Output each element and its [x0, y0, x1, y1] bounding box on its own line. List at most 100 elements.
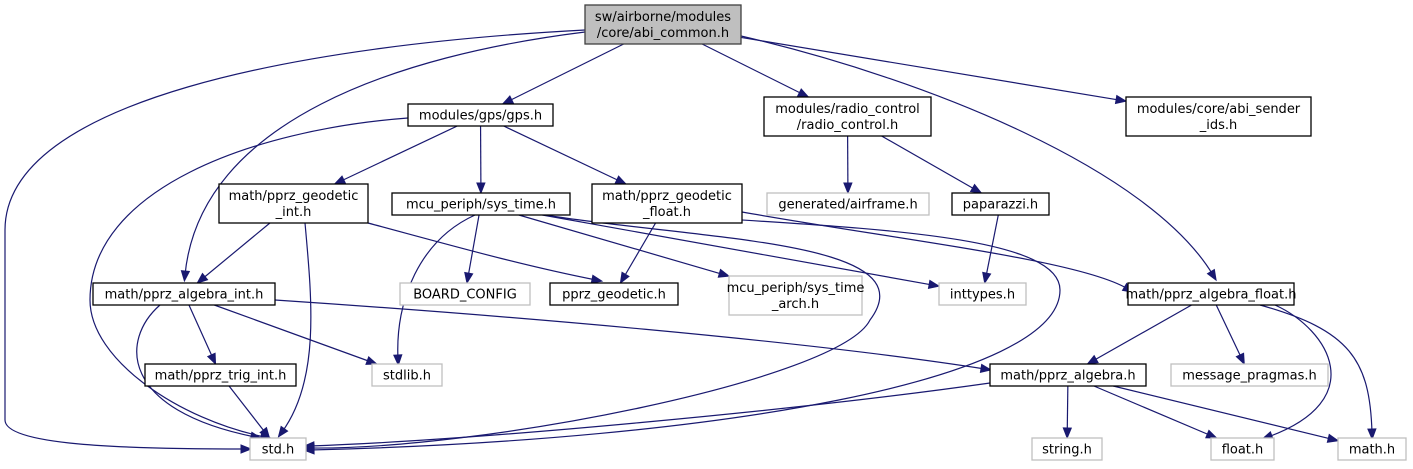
node-box [766, 192, 930, 216]
edge-line [503, 125, 627, 185]
arrowhead-icon [969, 183, 983, 194]
edge-line [89, 117, 409, 438]
arrowhead-icon [302, 441, 315, 451]
arrowhead-icon [590, 274, 604, 284]
edge-abi_common-to-radio_control [701, 43, 810, 98]
node-inttypes: inttypes.h [938, 282, 1027, 306]
node-box [989, 363, 1147, 387]
arrowhead-icon [1367, 428, 1377, 441]
edge-line [136, 304, 256, 438]
node-label: generated/airframe.h [778, 198, 917, 213]
node-box [591, 183, 743, 224]
edge-line [214, 304, 377, 365]
node-label: math/pprz_geodetic [602, 189, 732, 204]
node-box [391, 192, 571, 216]
node-box [399, 282, 531, 306]
node-box [249, 437, 307, 461]
node-box [549, 282, 679, 306]
arrowhead-icon [614, 175, 628, 185]
node-geodetic-int[interactable]: math/pprz_geodetic_int.h [218, 183, 369, 224]
node-label: BOARD_CONFIG [413, 288, 517, 303]
arrowhead-icon [333, 175, 347, 185]
node-box [1031, 437, 1103, 461]
arrowhead-icon [240, 444, 253, 454]
node-paparazzi[interactable]: paparazzi.h [951, 192, 1050, 216]
node-label: modules/gps/gps.h [419, 109, 542, 124]
edge-line [1259, 304, 1373, 434]
node-radio-control[interactable]: modules/radio_control/radio_control.h [763, 96, 932, 137]
node-box [728, 275, 863, 316]
node-label: math/pprz_algebra_float.h [1126, 288, 1297, 303]
node-std: std.h [249, 437, 307, 461]
node-label: _ids.h [1199, 118, 1238, 133]
edge-gps-to-geodetic_int [333, 125, 458, 185]
arrowhead-icon [476, 182, 486, 195]
edge-sys_time-to-sys_time_arch [518, 214, 731, 278]
node-algebra[interactable]: math/pprz_algebra.h [989, 363, 1147, 387]
edge-line [334, 125, 458, 185]
edge-line [1087, 304, 1192, 365]
arrowhead-icon [927, 279, 941, 290]
edge-algebra_float-to-math [1259, 304, 1377, 441]
edge-line [1093, 385, 1217, 439]
node-trig-int[interactable]: math/pprz_trig_int.h [144, 363, 297, 387]
edge-radio_control-to-paparazzi [881, 135, 983, 194]
node-pprz-geodetic[interactable]: pprz_geodetic.h [549, 282, 679, 306]
edge-line [741, 211, 1129, 290]
node-board-config: BOARD_CONFIG [399, 282, 531, 306]
nodes-layer: sw/airborne/modules/core/abi_common.hmod… [92, 4, 1407, 461]
edge-line [881, 135, 982, 194]
edge-line [309, 382, 991, 447]
node-box [763, 96, 932, 137]
arrowhead-icon [982, 271, 992, 285]
edge-line [188, 304, 217, 365]
node-label: float.h [1222, 443, 1264, 458]
node-box [218, 183, 369, 224]
edge-abi_common-to-algebra_int [180, 31, 586, 283]
arrowhead-icon [464, 271, 474, 285]
node-float: float.h [1210, 437, 1275, 461]
edge-geodetic_int-to-std [277, 222, 312, 438]
edge-line [367, 222, 597, 281]
arrowhead-icon [1326, 433, 1340, 443]
node-stdlib: stdlib.h [371, 363, 443, 387]
edge-line [502, 43, 624, 105]
edge-line [466, 214, 480, 284]
node-algebra-int[interactable]: math/pprz_algebra_int.h [92, 282, 276, 306]
node-label: mcu_periph/sys_time [727, 281, 865, 296]
edge-line [281, 222, 312, 433]
node-box [584, 4, 742, 45]
node-label: std.h [262, 443, 295, 458]
node-abi-sender-ids[interactable]: modules/core/abi_sender_ids.h [1125, 96, 1312, 137]
edge-line [397, 214, 476, 360]
node-abi-common[interactable]: sw/airborne/modules/core/abi_common.h [584, 4, 742, 45]
node-label: _int.h [275, 205, 312, 220]
edge-abi_common-to-std [4, 29, 586, 454]
edge-sys_time-to-stdlib [393, 214, 476, 367]
edge-line [984, 214, 999, 284]
edge-abi_common-to-algebra_float [740, 35, 1217, 282]
edge-line [309, 214, 881, 449]
arrowhead-icon [619, 271, 630, 285]
edge-geodetic_int-to-pprz_geodetic [367, 222, 604, 284]
node-algebra-float[interactable]: math/pprz_algebra_float.h [1126, 282, 1297, 306]
node-math: math.h [1337, 437, 1407, 461]
node-sys-time-arch: mcu_periph/sys_time_arch.h [727, 275, 865, 316]
arrowhead-icon [206, 352, 217, 366]
node-label: math/pprz_algebra.h [1000, 369, 1135, 384]
arrowhead-icon [796, 88, 810, 98]
edge-algebra_float-to-algebra [1086, 304, 1192, 365]
edge-line [309, 219, 1061, 451]
edge-line [228, 385, 270, 439]
node-gps[interactable]: modules/gps/gps.h [407, 103, 554, 127]
edge-line [184, 31, 586, 276]
arrowhead-icon [843, 182, 853, 195]
node-label: paparazzi.h [963, 198, 1038, 213]
edge-abi_common-to-abi_sender_ids [740, 36, 1128, 105]
edge-algebra_float-to-message_pragmas [1215, 304, 1245, 366]
node-geodetic-float[interactable]: math/pprz_geodetic_float.h [591, 183, 743, 224]
node-sys-time[interactable]: mcu_periph/sys_time.h [391, 192, 571, 216]
edge-gps-to-sys_time [476, 125, 486, 195]
arrowhead-icon [1086, 354, 1099, 365]
node-label: sw/airborne/modules [595, 10, 731, 25]
